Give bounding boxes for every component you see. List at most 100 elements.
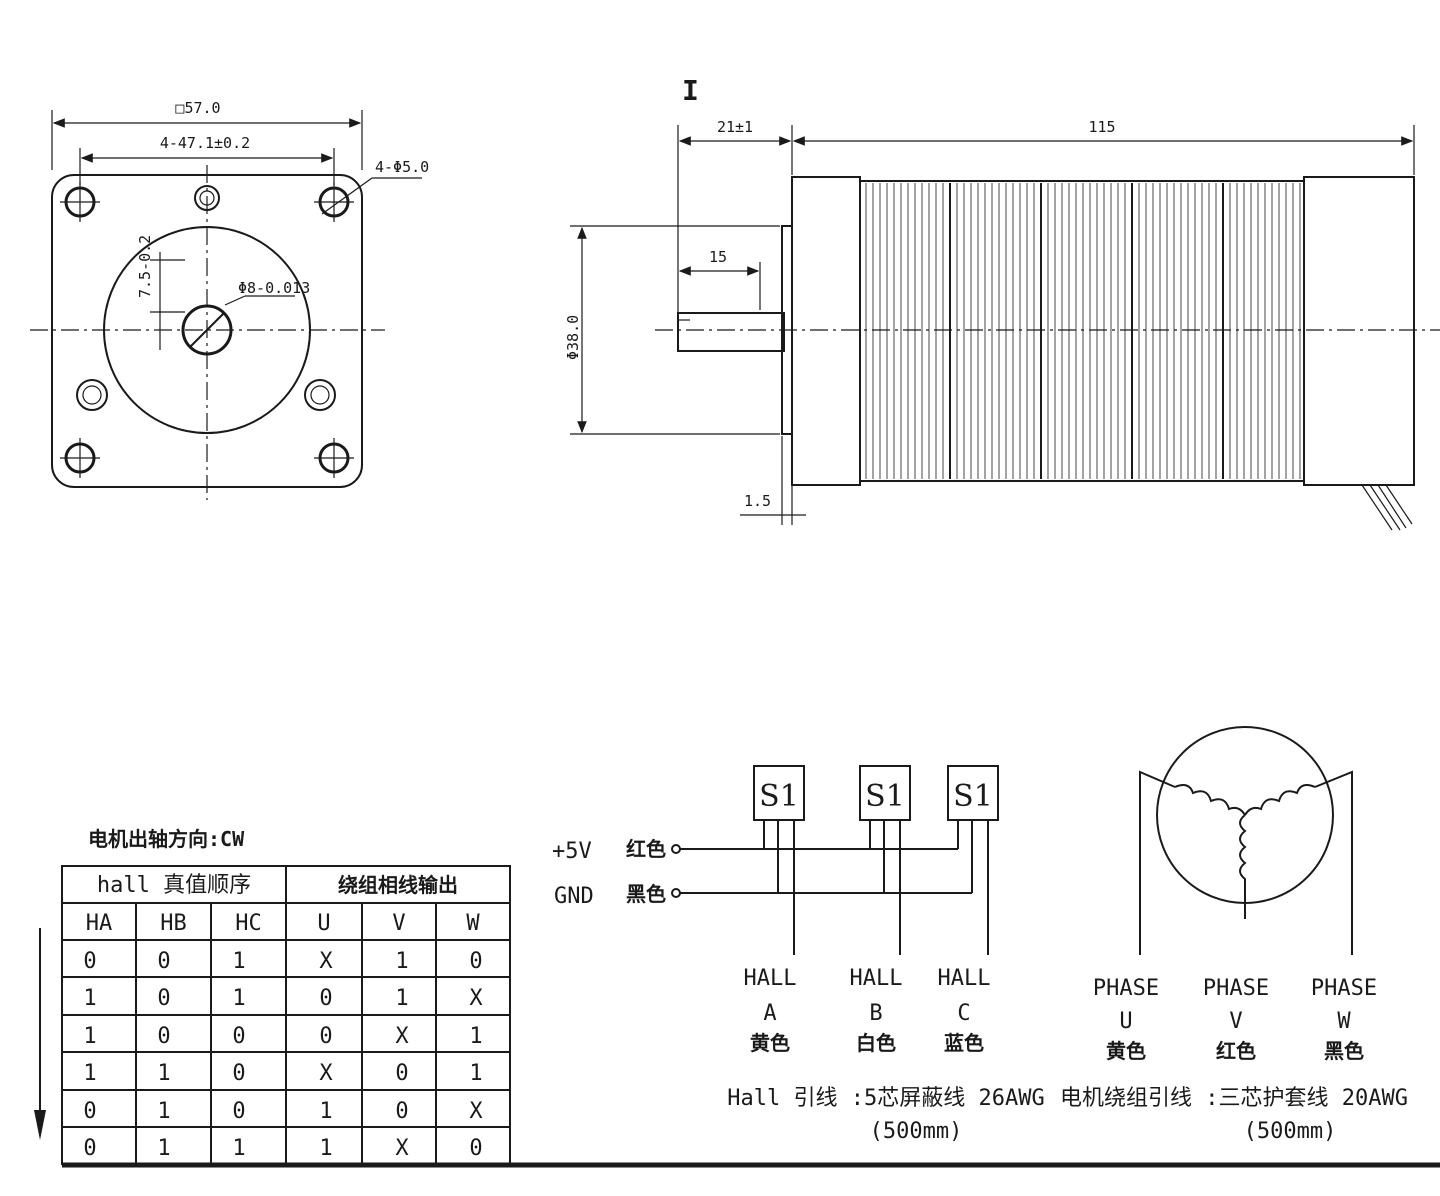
table-cell: 0	[469, 949, 482, 974]
dim-pilot-label: Φ38.0	[564, 315, 582, 360]
table-cell: X	[469, 986, 483, 1011]
screw-boss-left	[76, 379, 108, 411]
pilot-circle	[103, 226, 311, 434]
gnd-color: 黑色	[626, 882, 666, 906]
table-header-cell: HB	[160, 911, 187, 936]
table-cell: 0	[157, 986, 170, 1011]
table-cell: 1	[469, 1024, 482, 1049]
phase-cable-note: 电机绕组引线 :三芯护套线 20AWG	[1060, 1086, 1408, 1111]
dim-flange-label: 1.5	[744, 492, 771, 510]
table-header-cell: V	[392, 911, 405, 936]
hall-output-sub: B	[869, 1001, 882, 1026]
phase-name: PHASE	[1311, 976, 1377, 1001]
hall-output-sub: A	[763, 1001, 776, 1026]
dim-body-length-label: 115	[1088, 118, 1115, 136]
mount-hole-tl	[60, 182, 100, 222]
mount-hole-br	[314, 438, 354, 478]
side-shaft	[677, 312, 785, 352]
sensor-label: S1	[953, 779, 993, 814]
phase-sub: W	[1337, 1009, 1351, 1034]
sensor-label: S1	[865, 779, 905, 814]
table-cell: 0	[395, 1061, 408, 1086]
lead-u	[1139, 770, 1176, 955]
table-cell: 1	[319, 1099, 332, 1124]
table-cell: 0	[232, 1099, 245, 1124]
vcc-color: 红色	[626, 837, 666, 861]
hall-output-name: HALL	[850, 966, 903, 991]
table-cell: 1	[232, 949, 245, 974]
table-cell: 0	[157, 1024, 170, 1049]
hall-output-color: 蓝色	[944, 1031, 984, 1055]
table-cell: 0	[319, 986, 332, 1011]
hall-wiring: +5V 红色 GND 黑色 S1HALLA黄色S1HALLB白色S1HALLC蓝…	[552, 765, 1045, 1144]
hall-cable-note: Hall 引线 :5芯屏蔽线 26AWG	[727, 1086, 1044, 1111]
shaft-flat	[189, 312, 225, 348]
table-cell: 0	[83, 949, 96, 974]
table-cell: 1	[83, 986, 96, 1011]
dim-holes-label: 4-Φ5.0	[375, 158, 429, 176]
top-center-hole	[194, 185, 220, 211]
table-cell: 1	[232, 986, 245, 1011]
table-cell: 1	[469, 1061, 482, 1086]
side-front-cap	[791, 176, 861, 486]
screw-boss-right	[304, 379, 336, 411]
table-cell: 1	[83, 1061, 96, 1086]
hall-output-sub: C	[957, 1001, 970, 1026]
table-cell: 0	[232, 1061, 245, 1086]
dim-square-label: □57.0	[175, 99, 220, 117]
table-header-cell: U	[317, 911, 330, 936]
table-cell: 1	[232, 1136, 245, 1161]
side-view: I 21±1 115 15	[564, 74, 1440, 531]
table-cell: 1	[83, 1024, 96, 1049]
table-cell: 1	[157, 1099, 170, 1124]
side-lead-wires	[1361, 484, 1413, 531]
phase-name: PHASE	[1093, 976, 1159, 1001]
phase-color: 黄色	[1106, 1039, 1146, 1063]
table-cell: X	[395, 1136, 409, 1161]
front-view: □57.0 4-47.1±0.2 4-Φ5.0 7.5-0.2 Φ8-0.013	[30, 99, 429, 500]
table-cell: 0	[469, 1136, 482, 1161]
side-body-fins	[865, 183, 1301, 479]
vcc-label: +5V	[552, 839, 592, 864]
table-cell: X	[319, 949, 333, 974]
table-cell: 1	[319, 1136, 332, 1161]
table-cell: X	[469, 1099, 483, 1124]
dim-hole-spacing-label: 4-47.1±0.2	[160, 134, 250, 152]
shaft-circle	[181, 304, 233, 356]
table-cell: 1	[157, 1136, 170, 1161]
hall-cable-length: (500mm)	[870, 1119, 963, 1144]
mount-hole-bl	[60, 438, 100, 478]
hall-output-name: HALL	[938, 966, 991, 991]
phase-color: 红色	[1216, 1039, 1256, 1063]
table-header-cell: HC	[235, 911, 262, 936]
table-cell: X	[395, 1024, 409, 1049]
table-header-cell: W	[466, 911, 480, 936]
coil-v	[1239, 814, 1247, 919]
view-mark: I	[682, 74, 699, 107]
table-cell: 0	[83, 1136, 96, 1161]
dim-leader-holes	[321, 177, 373, 215]
top-center-hole-inner	[199, 190, 215, 206]
phase-color: 黑色	[1324, 1039, 1364, 1063]
table-cell: 1	[395, 986, 408, 1011]
phase-sub: V	[1229, 1009, 1242, 1034]
table-cell: 0	[232, 1024, 245, 1049]
table-grid	[62, 903, 510, 1164]
dim-shaft-flat-label: 7.5-0.2	[136, 235, 154, 298]
hall-output-color: 黄色	[750, 1031, 790, 1055]
dim-flat-length-label: 15	[709, 248, 727, 266]
vcc-terminal	[671, 844, 681, 854]
hall-output-name: HALL	[744, 966, 797, 991]
sensor-label: S1	[759, 779, 799, 814]
dim-leader-shaft	[224, 295, 246, 306]
coil-u	[1174, 784, 1246, 816]
gnd-label: GND	[554, 884, 594, 909]
